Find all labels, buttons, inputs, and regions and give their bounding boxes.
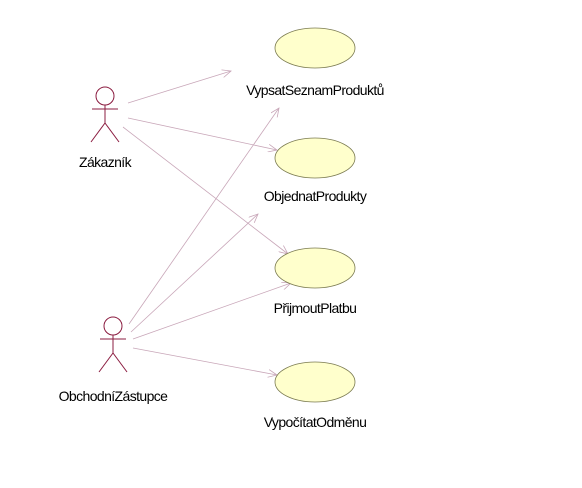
association-zakaznik-objednat-produkty[interactable]	[127, 117, 277, 150]
actor-stick-figure-icon	[98, 316, 128, 373]
association-zakaznik-prijmout-platbu[interactable]	[122, 126, 288, 254]
association-zakaznik-vypsat-seznam-produktu[interactable]	[127, 71, 231, 104]
use-case-vypsat-seznam-produktu[interactable]: VypsatSeznamProduktů	[246, 27, 384, 98]
actor-label: ObchodníZástupce	[59, 388, 169, 404]
use-case-vypocitat-odmenu[interactable]: VypočítatOdměnu	[264, 361, 367, 430]
association-layer	[122, 71, 291, 375]
use-case-objednat-produkty[interactable]: ObjednatProdukty	[264, 137, 367, 204]
actor-zakaznik[interactable]: Zákazník	[79, 86, 133, 170]
use-case-ellipse[interactable]	[274, 137, 356, 179]
association-obchodni-zastupce-vypocitat-odmenu[interactable]	[132, 347, 277, 375]
use-case-ellipse[interactable]	[274, 27, 356, 69]
use-case-ellipse[interactable]	[274, 247, 356, 289]
use-case-layer: VypsatSeznamProduktůObjednatProduktyPřij…	[246, 27, 384, 430]
use-case-label: VypočítatOdměnu	[264, 414, 367, 430]
use-case-prijmout-platbu[interactable]: PřijmoutPlatbu	[274, 247, 357, 316]
actor-stick-figure-icon	[90, 86, 120, 143]
use-case-label: ObjednatProdukty	[264, 188, 367, 204]
association-obchodni-zastupce-objednat-produkty[interactable]	[130, 214, 258, 333]
actor-obchodni-zastupce[interactable]: ObchodníZástupce	[59, 316, 169, 404]
association-obchodni-zastupce-prijmout-platbu[interactable]	[132, 283, 291, 340]
use-case-label: PřijmoutPlatbu	[274, 300, 357, 316]
association-obchodni-zastupce-vypsat-seznam-produktu[interactable]	[128, 108, 279, 325]
actor-label: Zákazník	[79, 154, 133, 170]
use-case-label: VypsatSeznamProduktů	[246, 82, 384, 98]
use-case-ellipse[interactable]	[274, 361, 356, 403]
